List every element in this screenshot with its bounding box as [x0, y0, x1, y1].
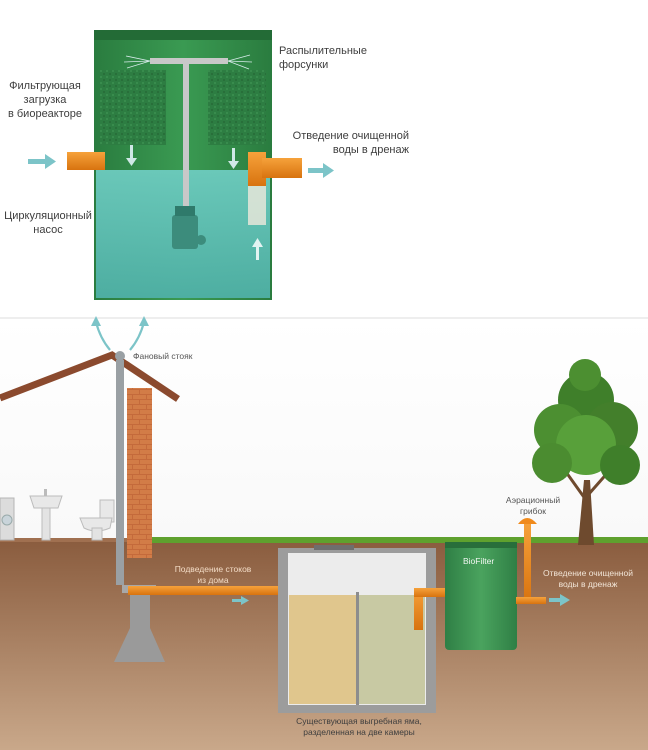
house-roof: [0, 351, 180, 402]
inlet-pipe: [67, 152, 105, 170]
label-biofilter: BioFilter: [463, 556, 495, 566]
vent-stack: [116, 360, 124, 585]
aeration-cap: [518, 518, 537, 524]
chamber-left: [289, 595, 357, 704]
flow-up-arrow: [252, 238, 263, 260]
tree-icon: [532, 359, 640, 545]
label-outlet-bottom: Отведение очищенной воды в дренаж: [543, 568, 633, 589]
pump-icon: [172, 206, 206, 249]
flow-arrow-icon: [232, 596, 249, 605]
outlet-pipe: [262, 158, 302, 178]
flow-down-arrows: [126, 145, 239, 169]
label-inflow: Подведение стоков из дома: [174, 564, 252, 585]
top-diagram: [28, 30, 334, 300]
label-pit: Существующая выгребная яма, разделенная …: [296, 716, 422, 737]
outlet-column: [248, 185, 266, 225]
arrow-out-icon: [549, 594, 570, 606]
chamber-right: [358, 595, 425, 704]
toilet-icon: [79, 499, 115, 541]
aeration-pipe: [524, 522, 531, 602]
filter-load-right: [208, 70, 266, 145]
filter-load-left: [100, 70, 166, 145]
label-nozzles: Распылительные форсунки: [279, 45, 367, 71]
label-filter-load: Фильтрующая загрузка в биореакторе: [7, 80, 83, 120]
washbasin-icon: [29, 489, 63, 541]
washing-machine-icon: [0, 497, 15, 541]
outlet-elbow: [248, 152, 266, 186]
cesspit: [278, 545, 436, 713]
label-pump: Циркуляционный насос: [4, 210, 92, 236]
arrow-out-icon: [308, 163, 334, 178]
central-pipe: [183, 62, 189, 222]
biofilter-tank: [445, 542, 517, 650]
grass: [150, 537, 648, 543]
foundation: [114, 590, 165, 662]
bottom-diagram: [0, 316, 648, 750]
arrow-in-icon: [28, 154, 56, 169]
nozzle-icon: [123, 54, 253, 70]
vent-arrows-icon: [91, 316, 149, 351]
label-vent-stack: Фановый стояк: [133, 351, 193, 361]
brick-chimney: [127, 388, 152, 558]
inflow-pipe: [128, 586, 306, 595]
label-aeration: Аэрационный грибок: [505, 495, 561, 516]
label-outlet-top: Отведение очищенной воды в дренаж: [292, 130, 409, 156]
